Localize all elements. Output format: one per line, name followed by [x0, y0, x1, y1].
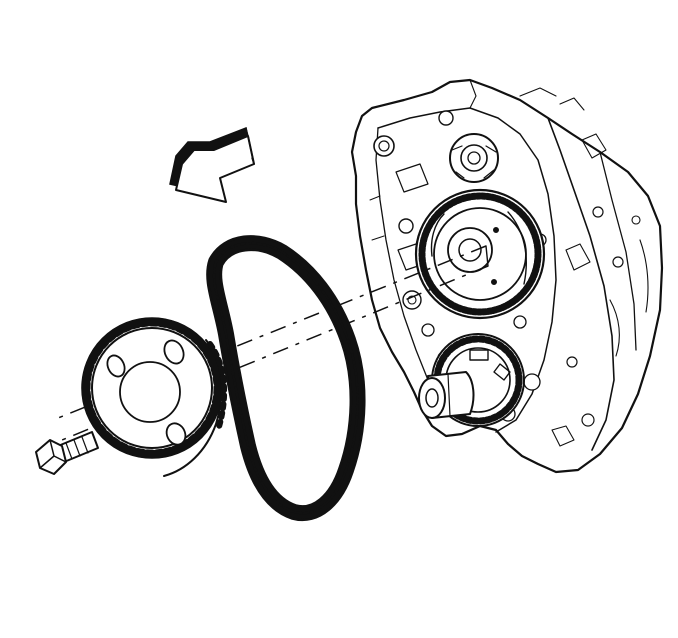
upper-boss — [449, 133, 499, 183]
lower-axis-line — [61, 265, 489, 441]
camshaft-gear — [414, 188, 546, 320]
timing-chain — [206, 235, 366, 522]
camshaft-sprocket — [81, 317, 228, 477]
sprocket-bolt — [35, 431, 99, 475]
crankshaft-sprocket — [418, 333, 525, 427]
direction-arrow-icon — [169, 126, 255, 203]
